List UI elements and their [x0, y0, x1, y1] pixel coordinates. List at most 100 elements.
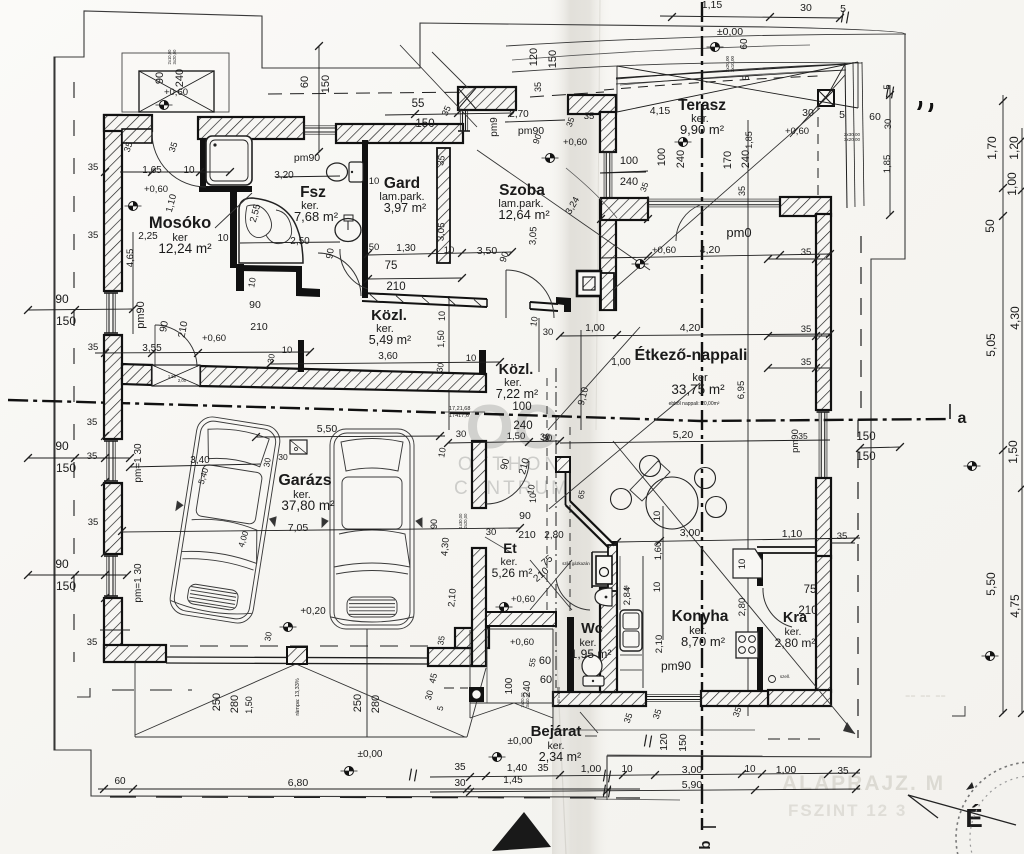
svg-text:210: 210	[518, 529, 536, 541]
svg-text:100: 100	[504, 677, 515, 694]
svg-text:35: 35	[622, 712, 635, 725]
svg-text:1x30,00: 1x30,00	[458, 513, 463, 529]
svg-text:60: 60	[539, 655, 551, 667]
svg-text:ker.: ker.	[293, 489, 311, 501]
svg-text:35: 35	[454, 762, 466, 773]
svg-text:35: 35	[651, 708, 664, 721]
svg-text:±0,00: ±0,00	[508, 736, 533, 747]
svg-text:35: 35	[167, 141, 180, 154]
svg-text:-- -- --: -- -- --	[905, 687, 946, 704]
svg-text:Gard: Gard	[384, 175, 420, 192]
svg-text:60: 60	[540, 674, 552, 686]
svg-text:100: 100	[620, 155, 638, 167]
svg-text:pm9: pm9	[489, 117, 500, 137]
svg-text:35: 35	[801, 357, 812, 368]
svg-text:10: 10	[444, 245, 455, 256]
svg-text:35: 35	[435, 635, 447, 646]
svg-text:65: 65	[576, 489, 587, 500]
svg-text:3,50: 3,50	[477, 245, 498, 257]
svg-text:35: 35	[801, 324, 812, 335]
svg-text:6,80: 6,80	[288, 777, 309, 789]
svg-text:Szoba: Szoba	[499, 182, 545, 199]
svg-text:35: 35	[537, 763, 549, 774]
svg-text:2x20,00: 2x20,00	[520, 692, 525, 708]
svg-text:1,70: 1,70	[985, 136, 999, 160]
svg-text:a: a	[958, 410, 967, 427]
svg-text:30: 30	[454, 778, 466, 789]
svg-text:55: 55	[412, 98, 425, 110]
svg-text:10: 10	[528, 316, 540, 328]
svg-text:35: 35	[87, 417, 98, 428]
svg-text:250: 250	[211, 693, 223, 711]
svg-text:5,05: 5,05	[984, 333, 998, 357]
svg-text:240: 240	[740, 150, 752, 168]
svg-text:ker.: ker.	[301, 200, 319, 212]
svg-text:rámpa: 13,33%: rámpa: 13,33%	[295, 678, 301, 715]
svg-text:2x10,00: 2x10,00	[167, 49, 172, 65]
svg-text:1,50: 1,50	[436, 330, 446, 348]
svg-text:Et: Et	[503, 541, 517, 556]
svg-text:35: 35	[440, 104, 453, 117]
svg-text:+0,60: +0,60	[144, 184, 168, 195]
svg-text:17417,6: 17417,6	[449, 413, 469, 419]
svg-text:210: 210	[177, 320, 191, 339]
svg-text:280: 280	[370, 695, 382, 713]
svg-text:4,30: 4,30	[1008, 306, 1022, 330]
svg-text:4,75: 4,75	[1008, 594, 1022, 618]
svg-text:2,34 m²: 2,34 m²	[539, 750, 581, 764]
svg-text:9,10: 9,10	[576, 386, 591, 407]
svg-text:240: 240	[675, 150, 687, 168]
svg-text:pm=1 30: pm=1 30	[133, 443, 144, 483]
svg-text:3x10,00: 3x10,00	[525, 692, 530, 708]
svg-text:150: 150	[856, 431, 875, 443]
svg-text:35: 35	[88, 342, 99, 353]
svg-text:+0,60: +0,60	[511, 594, 535, 605]
svg-text:±0,00: ±0,00	[717, 26, 743, 38]
svg-text:ker: ker	[692, 372, 708, 384]
svg-text:90: 90	[498, 250, 512, 264]
svg-text:5: 5	[840, 3, 846, 15]
svg-text:4,15: 4,15	[650, 105, 671, 117]
svg-text:100: 100	[512, 401, 531, 413]
svg-text:90: 90	[55, 292, 69, 306]
svg-text:75: 75	[385, 260, 398, 272]
svg-text:Közl.: Közl.	[499, 362, 534, 378]
svg-text:240: 240	[513, 420, 532, 432]
svg-text:lam.park.: lam.park.	[379, 191, 424, 203]
svg-text:90: 90	[499, 457, 513, 471]
svg-text:ebből nappali: 20,00m²: ebből nappali: 20,00m²	[669, 401, 720, 407]
svg-text:Garázs: Garázs	[278, 472, 331, 489]
svg-text:szell.: szell.	[780, 674, 790, 679]
svg-text:60: 60	[299, 76, 311, 88]
svg-text:Bejárat: Bejárat	[531, 723, 582, 740]
svg-text:2,55: 2,55	[248, 203, 263, 224]
svg-text:szild gázkazán: szild gázkazán	[562, 561, 590, 566]
svg-text:35: 35	[87, 451, 98, 462]
svg-text:30: 30	[262, 631, 274, 642]
svg-text:+0,60: +0,60	[652, 245, 676, 256]
svg-text:60: 60	[869, 111, 881, 123]
svg-text:90: 90	[55, 557, 69, 571]
svg-text:50: 50	[369, 242, 380, 253]
svg-text:3,00: 3,00	[680, 527, 701, 539]
svg-text:6,95: 6,95	[736, 381, 747, 400]
svg-text:9,90 m²: 9,90 m²	[680, 122, 725, 137]
svg-text:5,40: 5,40	[196, 466, 211, 485]
svg-text:Közl.: Közl.	[371, 307, 407, 324]
svg-text:pm90: pm90	[661, 659, 691, 673]
svg-text:10: 10	[246, 277, 258, 289]
svg-text:45: 45	[427, 672, 439, 684]
svg-text:37,80 m²: 37,80 m²	[281, 498, 335, 513]
svg-text:17,21,68: 17,21,68	[449, 406, 470, 412]
svg-text:pm90: pm90	[518, 125, 544, 137]
svg-text:1,50: 1,50	[244, 696, 254, 714]
svg-text:90: 90	[158, 320, 171, 333]
svg-text:pm90: pm90	[790, 429, 801, 453]
svg-text:1,85: 1,85	[744, 131, 754, 149]
svg-text:35: 35	[731, 706, 744, 719]
svg-text:2,80 m²: 2,80 m²	[775, 636, 816, 650]
svg-text:ker.: ker.	[580, 637, 597, 649]
svg-text:5: 5	[882, 84, 892, 89]
svg-text:10: 10	[369, 176, 380, 187]
svg-text:ker.: ker.	[689, 625, 707, 637]
